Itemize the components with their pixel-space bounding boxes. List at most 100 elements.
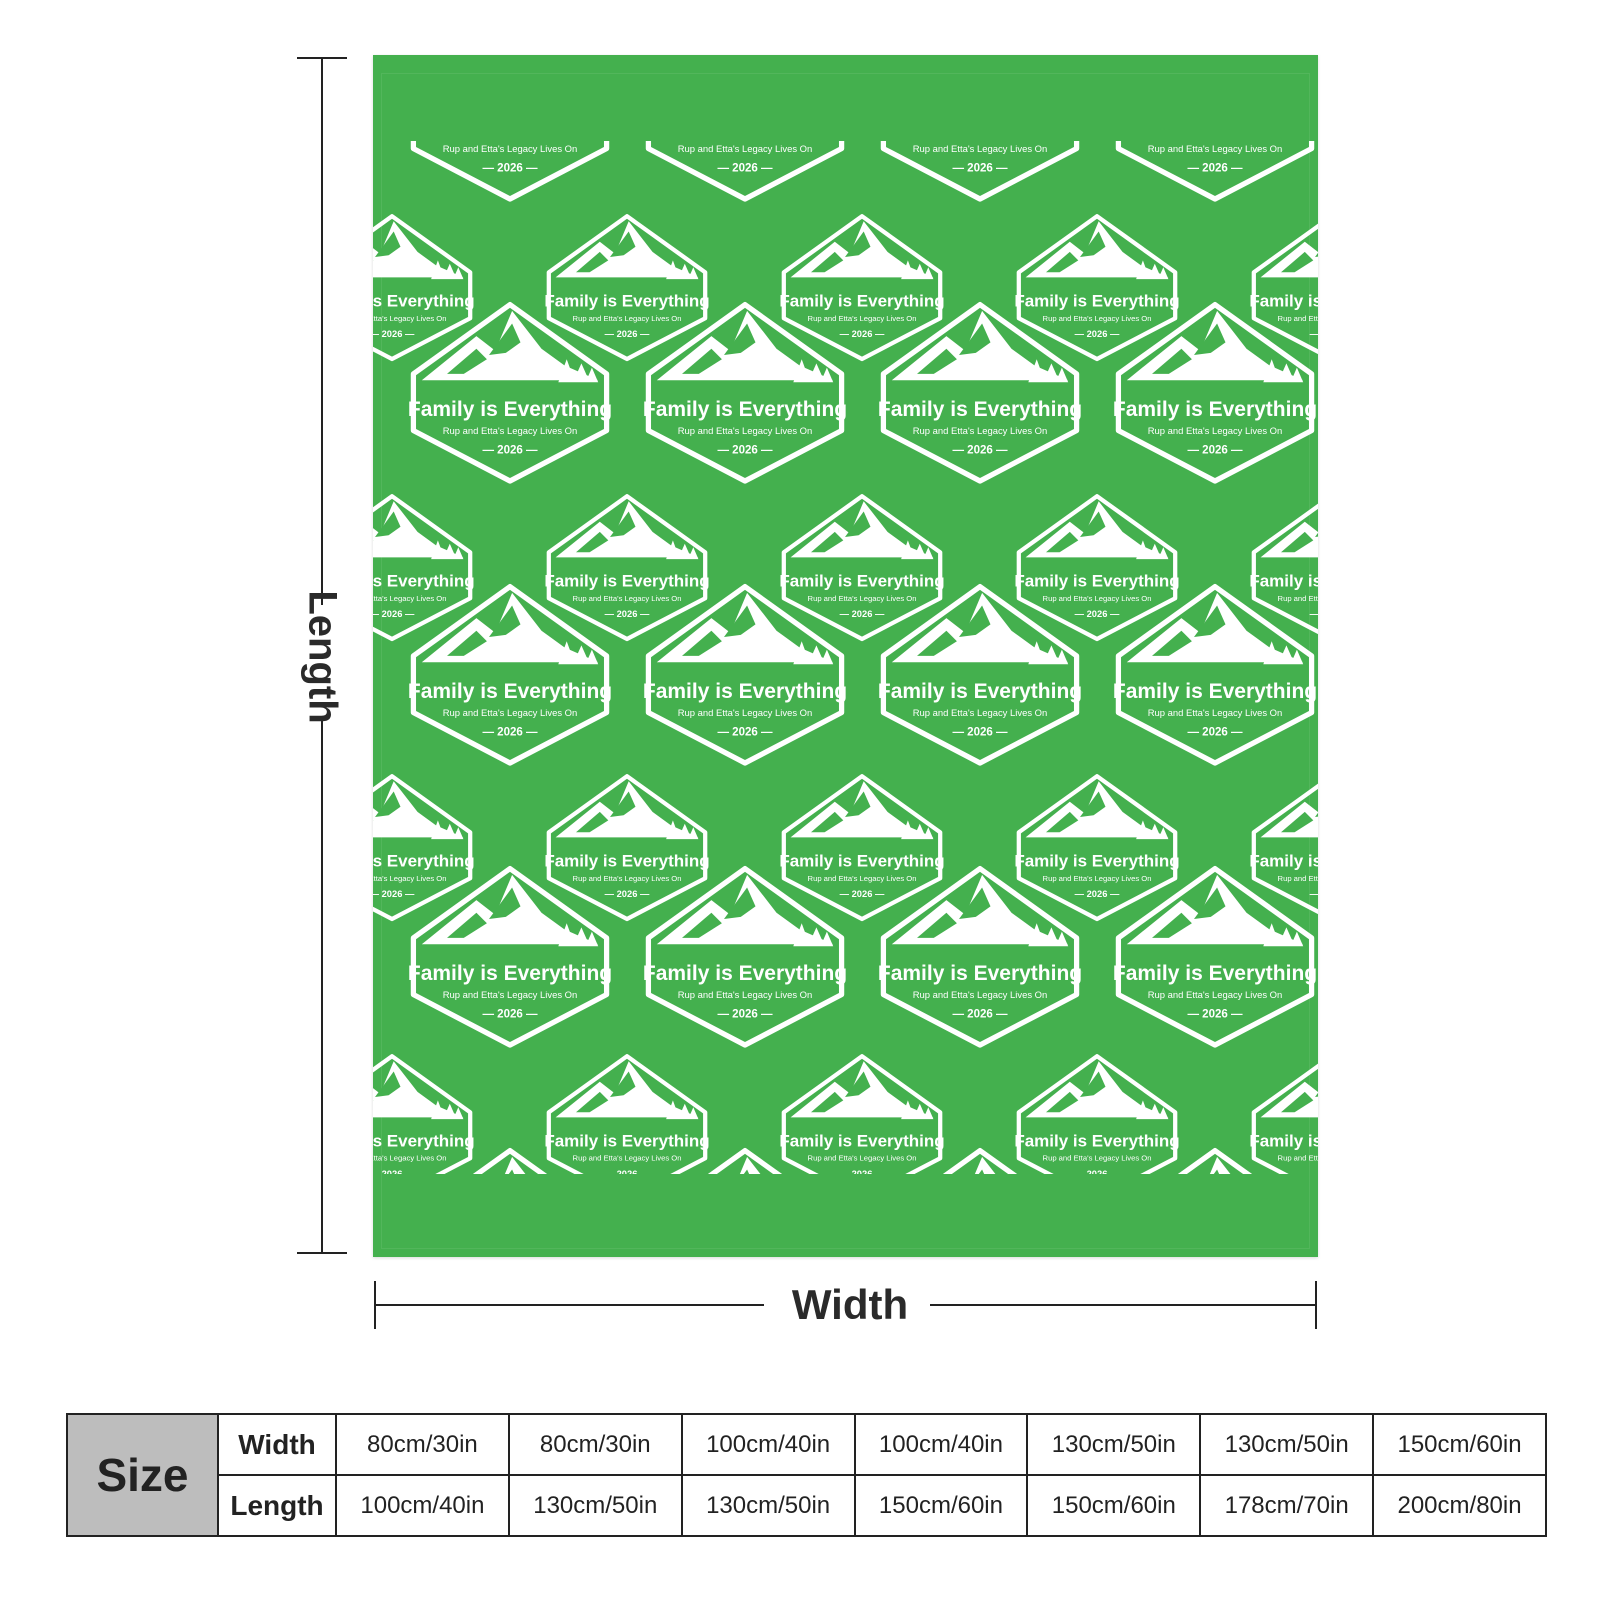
badge-subtitle: Rup and Etta's Legacy Lives On — [913, 144, 1048, 155]
badge-subtitle: Rup and Etta's Legacy Lives On — [808, 314, 917, 323]
badge-subtitle: Rup and Etta's Legacy Lives On — [808, 594, 917, 603]
size-table-width-row: Size Width 80cm/30in 80cm/30in 100cm/40i… — [66, 1413, 1547, 1537]
width-row-label: Width — [217, 1413, 337, 1476]
badge-title: Family is Everything — [1113, 962, 1317, 985]
badge-subtitle: Rup and Etta's Legacy Lives On — [443, 426, 578, 437]
badge-subtitle: Rup and Etta's Legacy Lives On — [678, 144, 813, 155]
badge-title: Family is Everything — [643, 680, 847, 703]
badge-title: Family is Everything — [1014, 851, 1179, 870]
badge-title: Family is Everything — [544, 291, 709, 310]
badge-year: — 2026 — — [482, 163, 538, 175]
badge-title: Family is Everything — [779, 851, 944, 870]
size-cell-length: 200cm/80in — [1372, 1474, 1547, 1537]
badge-subtitle: Rup and Etta's Legacy Lives On — [373, 594, 446, 603]
badge-subtitle: Rup and Etta's Legacy Lives On — [678, 708, 813, 719]
size-cell-length: 130cm/50in — [680, 1474, 856, 1537]
badge-subtitle: Rup and Etta's Legacy Lives On — [1148, 990, 1283, 1001]
badge-title: Family is Everything — [878, 962, 1082, 985]
width-dimension-marker: Width — [374, 1281, 1317, 1331]
badge-year: — 2026 — — [952, 163, 1008, 175]
badge-title: Family is Everything — [779, 291, 944, 310]
badge-title: Family is Everything — [643, 398, 847, 421]
badge-title: Family is Everything — [779, 571, 944, 590]
badge-year: — 2026 — — [1075, 609, 1120, 619]
badge-year: — 2026 — — [1075, 329, 1120, 339]
badge-title: Family is Everything — [1249, 1131, 1318, 1150]
length-line-bottom — [321, 719, 323, 1254]
size-cell-width: 150cm/60in — [1372, 1413, 1547, 1476]
badge-subtitle: Rup and Etta's Legacy Lives On — [678, 426, 813, 437]
badge-title: Family is Everything — [1249, 571, 1318, 590]
badge-year: — 2026 — — [952, 727, 1008, 739]
badge-title: Family is Everything — [544, 571, 709, 590]
badge-title: Family is Everything — [544, 851, 709, 870]
size-cell-width: 130cm/50in — [1199, 1413, 1375, 1476]
badge-year: — 2026 — — [605, 1169, 650, 1174]
size-cell-width: 130cm/50in — [1026, 1413, 1202, 1476]
badge-subtitle: Rup and Etta's Legacy Lives On — [443, 144, 578, 155]
length-row-label: Length — [217, 1474, 337, 1537]
width-right-cap — [1315, 1281, 1317, 1329]
badge-year: — 2026 — — [373, 329, 415, 339]
badge-subtitle: Rup and Etta's Legacy Lives On — [1148, 426, 1283, 437]
badge-year: — 2026 — — [840, 889, 885, 899]
badge-title: Family is Everything — [643, 962, 847, 985]
size-cell-width: 80cm/30in — [507, 1413, 683, 1476]
badge-subtitle: Rup and Etta's Legacy Lives On — [1278, 594, 1318, 603]
badge-year: — 2026 — — [1310, 609, 1318, 619]
badge-title: Family is Everything — [373, 1131, 475, 1150]
badge-title: Family is Everything — [1113, 680, 1317, 703]
badge-subtitle: Rup and Etta's Legacy Lives On — [913, 426, 1048, 437]
badge-year: — 2026 — — [1310, 329, 1318, 339]
badge-subtitle: Rup and Etta's Legacy Lives On — [1148, 708, 1283, 719]
badge-year: — 2026 — — [482, 445, 538, 457]
size-cell-length: 150cm/60in — [853, 1474, 1029, 1537]
badge-year: — 2026 — — [373, 1169, 415, 1174]
badge-year: — 2026 — — [952, 1009, 1008, 1021]
badge-year: — 2026 — — [840, 609, 885, 619]
badge-subtitle: Rup and Etta's Legacy Lives On — [373, 874, 446, 883]
badge-title: Family is Everything — [544, 1131, 709, 1150]
size-table: Size Width 80cm/30in 80cm/30in 100cm/40i… — [66, 1413, 1547, 1537]
length-bottom-cap — [297, 1252, 347, 1254]
badge-subtitle: Rup and Etta's Legacy Lives On — [373, 1154, 446, 1163]
badge-year: — 2026 — — [717, 445, 773, 457]
badge-year: — 2026 — — [717, 1009, 773, 1021]
badge-year: — 2026 — — [373, 609, 415, 619]
badge-subtitle: Rup and Etta's Legacy Lives On — [443, 708, 578, 719]
badge-year: — 2026 — — [1187, 163, 1243, 175]
badge-title: Family is Everything — [1249, 291, 1318, 310]
badge-year: — 2026 — — [605, 609, 650, 619]
length-line-top — [321, 57, 323, 605]
badge-year: — 2026 — — [717, 163, 773, 175]
badge-subtitle: Rup and Etta's Legacy Lives On — [1278, 874, 1318, 883]
badge-title: Family is Everything — [1249, 851, 1318, 870]
badge-year: — 2026 — — [952, 445, 1008, 457]
badge-title: Family is Everything — [1113, 398, 1317, 421]
width-line-left — [374, 1304, 764, 1306]
badge-year: — 2026 — — [1075, 1169, 1120, 1174]
badge-year: — 2026 — — [605, 329, 650, 339]
